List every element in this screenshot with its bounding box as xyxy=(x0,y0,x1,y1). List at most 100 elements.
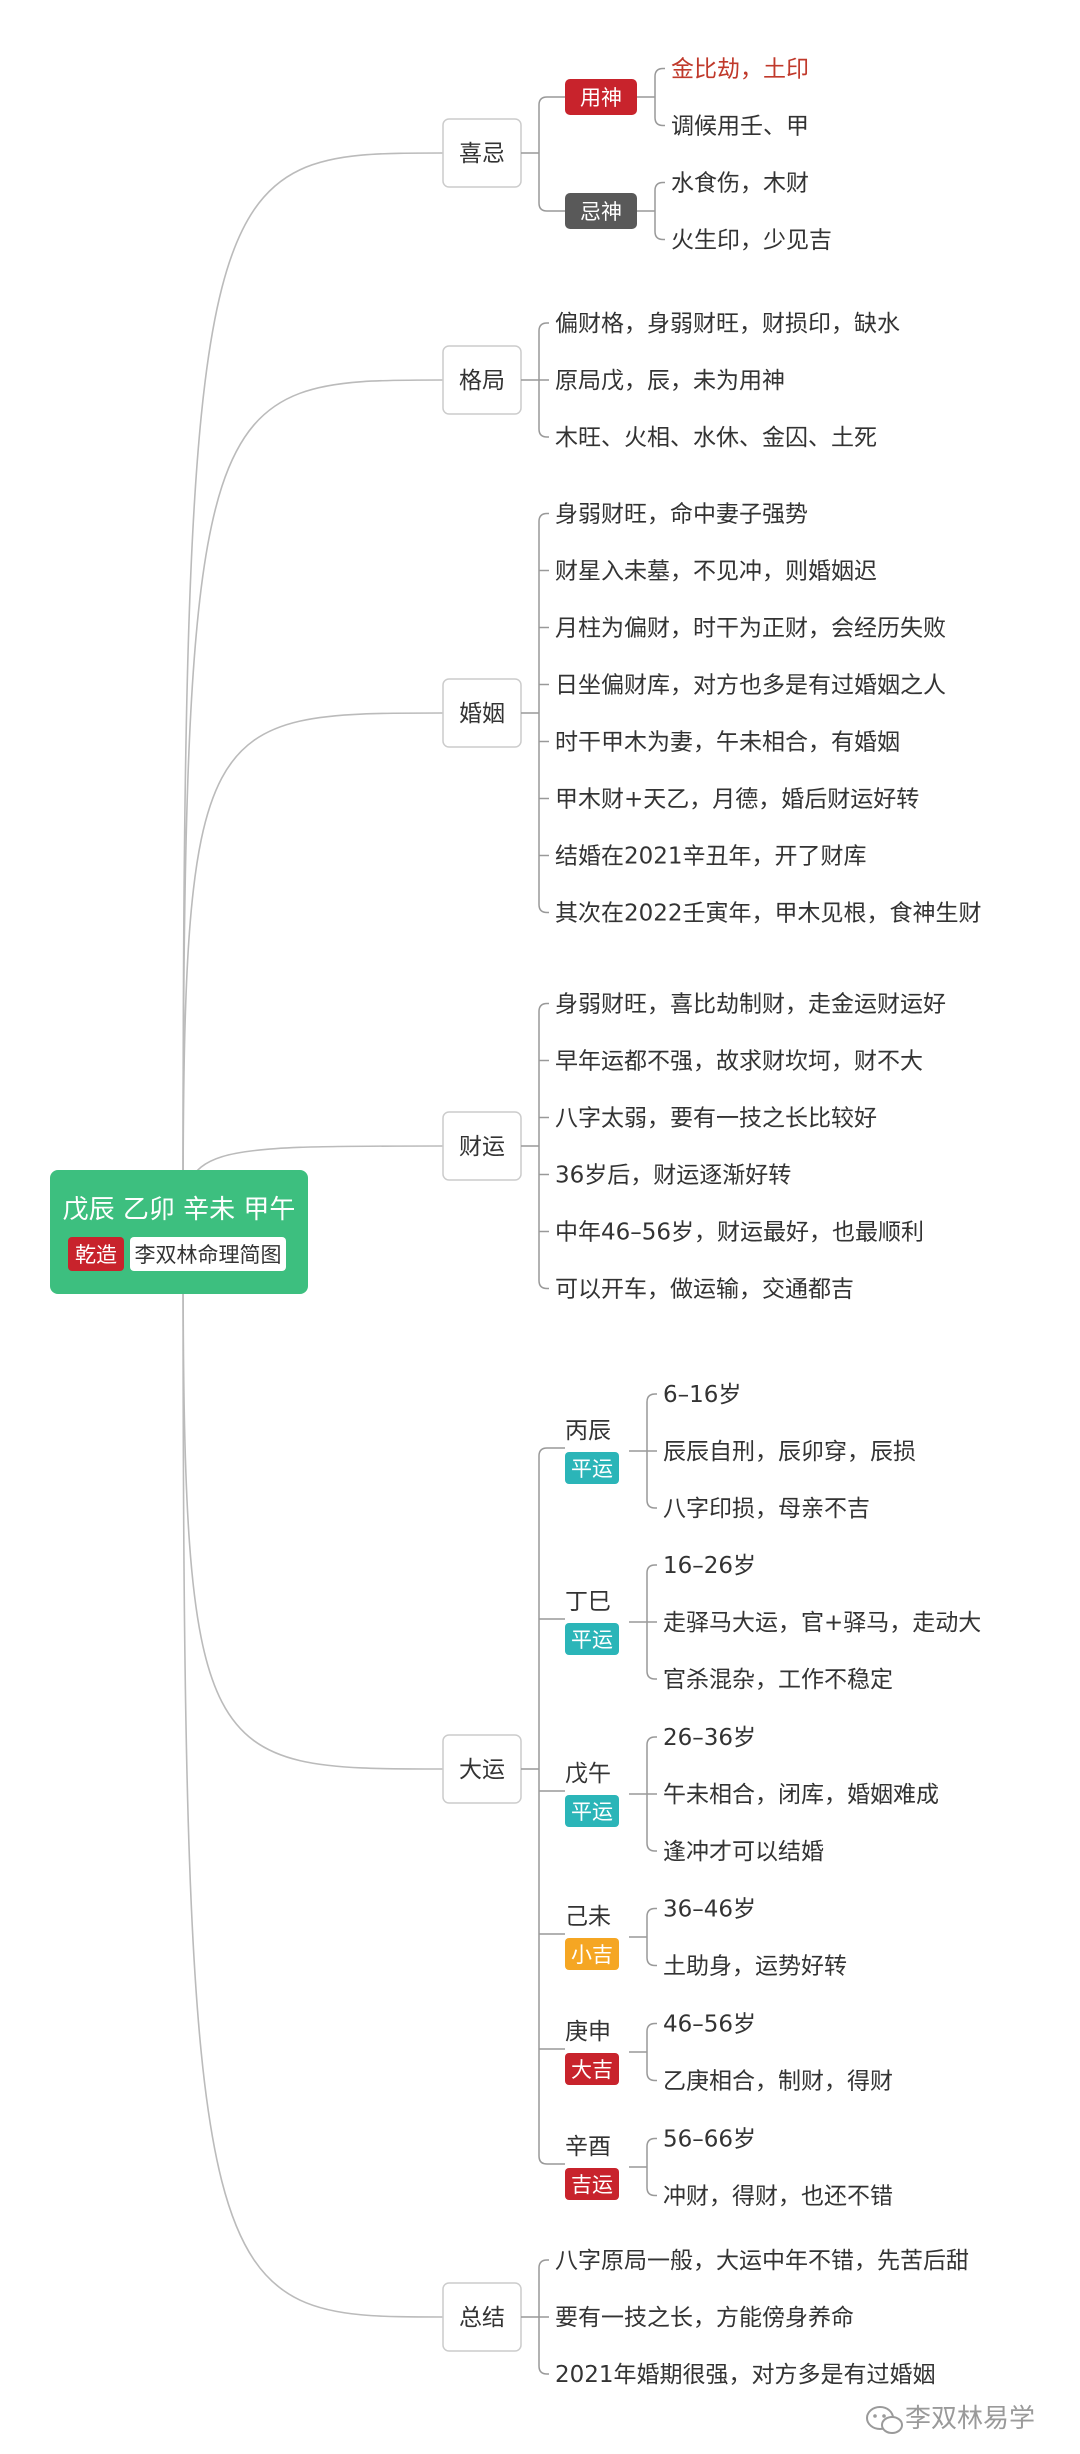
leaf-text: 36岁后，财运逐渐好转 xyxy=(555,1163,791,1189)
leaf-text: 官杀混杂，工作不稳定 xyxy=(663,1667,893,1693)
branch-3[interactable]: 婚姻身弱财旺，命中妻子强势财星入未墓，不见冲，则婚姻迟月柱为偏财，时干为正财，会… xyxy=(442,502,982,927)
leaf-text: 原局戊，辰，未为用神 xyxy=(555,368,785,394)
group-badge-label: 忌神 xyxy=(580,200,622,224)
leaf-text: 16–26岁 xyxy=(663,1553,756,1579)
branch-6[interactable]: 总结八字原局一般，大运中年不错，先苦后甜要有一技之长，方能傍身养命2021年婚期… xyxy=(442,2248,969,2388)
group-connector xyxy=(538,96,565,153)
root-curve-6 xyxy=(182,1231,444,2318)
group-badge-label: 用神 xyxy=(580,86,622,110)
leaf-text: 木旺、火相、水休、金囚、土死 xyxy=(555,425,877,451)
root-node[interactable]: 戊辰 乙卯 辛未 甲午 乾造 李双林命理简图 xyxy=(50,1170,308,1294)
leaf-text: 日坐偏财库，对方也多是有过婚姻之人 xyxy=(555,673,946,699)
period-badge-label: 平运 xyxy=(571,1457,613,1481)
leaf-text: 八字原局一般，大运中年不错，先苦后甜 xyxy=(555,2248,969,2274)
period-badge-box xyxy=(565,1938,619,1970)
branch-leaf-connector xyxy=(538,322,549,380)
root-curve-5 xyxy=(182,1231,444,1770)
period-leaf-connector xyxy=(646,1564,657,1622)
leaf-text: 调候用壬、甲 xyxy=(671,114,809,140)
leaf-text: 乙庚相合，制财，得财 xyxy=(663,2069,893,2095)
leaf-text: 6–16岁 xyxy=(663,1382,741,1408)
leaf-text: 身弱财旺，喜比劫制财，走金运财运好 xyxy=(555,992,946,1018)
leaf-text: 走驿马大运，官+驿马，走动大 xyxy=(663,1610,981,1636)
period-leaf-connector xyxy=(646,1622,657,1680)
period-leaf-connector xyxy=(646,2137,657,2167)
leaf-text: 46–56岁 xyxy=(663,2012,756,2038)
leaf-text: 要有一技之长，方能傍身养命 xyxy=(555,2305,854,2331)
period-badge-label: 平运 xyxy=(571,1628,613,1652)
watermark: 李双林易学 xyxy=(866,2404,1035,2434)
root-box xyxy=(50,1170,308,1294)
period-name: 丙辰 xyxy=(565,1418,611,1444)
period-leaf-connector xyxy=(646,2052,657,2082)
branch-leaf-connector xyxy=(538,2259,549,2317)
branch-node-label: 大运 xyxy=(459,1757,505,1783)
branch-leaf-connector xyxy=(538,713,549,914)
leaf-text: 早年运都不强，故求财坎坷，财不大 xyxy=(555,1049,923,1075)
branch-node-label: 总结 xyxy=(459,2305,505,2331)
root-curve-2 xyxy=(182,379,444,1233)
group-badge-box xyxy=(565,193,637,229)
branch-2[interactable]: 格局 偏财格，身弱财旺，财损印，缺水原局戊，辰，未为用神木旺、火相、水休、金囚、土… xyxy=(442,311,900,451)
leaf-text: 辰辰自刑，辰卯穿，辰损 xyxy=(663,1439,916,1465)
branch-leaf-connector xyxy=(538,1002,549,1146)
root-connectors xyxy=(182,152,444,2318)
group-leaf-connector xyxy=(654,97,665,127)
period-connector xyxy=(538,2155,565,2165)
leaf-text: 土助身，运势好转 xyxy=(663,1954,847,1980)
leaf-text: 偏财格，身弱财旺，财损印，缺水 xyxy=(555,311,900,337)
leaf-text: 中年46–56岁，财运最好，也最顺利 xyxy=(555,1220,924,1246)
period-leaf-connector xyxy=(646,2167,657,2197)
period-badge-box xyxy=(565,2053,619,2085)
period-leaf-connector xyxy=(646,1451,657,1509)
period-leaf-connector xyxy=(646,1393,657,1451)
leaf-text: 月柱为偏财，时干为正财，会经历失败 xyxy=(555,616,946,642)
root-curve-3 xyxy=(182,712,444,1233)
period-name: 辛酉 xyxy=(565,2134,611,2160)
leaf-text: 其次在2022壬寅年，甲木见根，食神生财 xyxy=(555,901,982,927)
period-name: 庚申 xyxy=(565,2019,611,2045)
branch-5[interactable]: 大运丙辰平运6–16岁辰辰自刑，辰卯穿，辰损八字印损，母亲不吉丁巳平运16–26… xyxy=(442,1382,981,2210)
leaf-text: 56–66岁 xyxy=(663,2127,756,2153)
branch-node-label: 喜忌 xyxy=(459,141,505,167)
branch-node-label: 财运 xyxy=(459,1134,505,1160)
period-leaf-connector xyxy=(646,1794,657,1852)
branch-leaf-connector xyxy=(538,2317,549,2375)
leaf-text: 金比劫，土印 xyxy=(671,57,809,83)
wechat-icon xyxy=(866,2406,903,2434)
group-leaf-connector xyxy=(654,181,665,211)
branch-4[interactable]: 财运 身弱财旺，喜比劫制财，走金运财运好早年运都不强，故求财坎坷，财不大八字太弱，… xyxy=(442,992,946,1303)
period-badge-box xyxy=(565,1795,619,1827)
period-badge-box xyxy=(565,1623,619,1655)
group-leaf-connector xyxy=(654,211,665,241)
leaf-text: 甲木财+天乙，月德，婚后财运好转 xyxy=(555,787,919,813)
leaf-text: 水食伤，木财 xyxy=(671,171,809,197)
leaf-text: 火生印，少见吉 xyxy=(671,228,832,254)
leaf-text: 身弱财旺，命中妻子强势 xyxy=(555,502,808,528)
period-badge-label: 小吉 xyxy=(571,1943,613,1967)
period-connector xyxy=(538,1447,565,1457)
leaf-text: 可以开车，做运输，交通都吉 xyxy=(555,1277,854,1303)
leaf-text: 冲财，得财，也还不错 xyxy=(663,2184,893,2210)
leaf-text: 午未相合，闭库，婚姻难成 xyxy=(663,1782,939,1808)
period-leaf-connector xyxy=(646,1907,657,1937)
leaf-text: 26–36岁 xyxy=(663,1725,756,1751)
branch-leaf-connector xyxy=(538,1146,549,1290)
period-badge-label: 吉运 xyxy=(571,2173,613,2197)
branch-node-label: 格局 xyxy=(459,368,505,394)
period-badge-label: 大吉 xyxy=(571,2058,613,2082)
leaf-text: 结婚在2021辛丑年，开了财库 xyxy=(555,844,867,870)
period-name: 丁巳 xyxy=(565,1589,611,1615)
period-leaf-connector xyxy=(646,1937,657,1967)
period-badge-box xyxy=(565,2168,619,2200)
branch-node-label: 婚姻 xyxy=(459,701,505,727)
leaf-text: 八字印损，母亲不吉 xyxy=(663,1496,870,1522)
period-leaf-connector xyxy=(646,1736,657,1794)
branch-leaf-connector xyxy=(538,380,549,438)
leaf-text: 八字太弱，要有一技之长比较好 xyxy=(555,1106,877,1132)
root-title: 戊辰 乙卯 辛未 甲午 xyxy=(63,1195,296,1225)
root-tag-box xyxy=(68,1237,124,1271)
